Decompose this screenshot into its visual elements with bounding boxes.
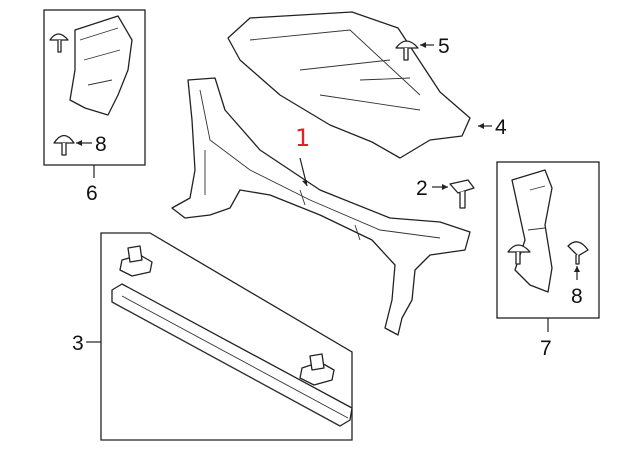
push-pin-clip-8-left (53, 134, 75, 156)
callout-8-left: 8 (95, 133, 107, 156)
callout-8-right: 8 (571, 285, 583, 308)
push-pin-clip-left-top (49, 33, 69, 53)
callout-5: 5 (438, 35, 450, 58)
group-box-3 (100, 232, 353, 441)
callout-1-handwritten: 1 (295, 124, 310, 152)
callout-4: 4 (495, 116, 507, 139)
side-air-deflector-left (69, 15, 133, 116)
radiator-upper-cover (227, 11, 471, 159)
push-pin-clip-5 (395, 40, 419, 61)
callout-7: 7 (540, 337, 552, 360)
push-pin-clip-8-right (567, 241, 589, 265)
side-air-deflector-right (511, 169, 553, 293)
callout-6: 6 (86, 182, 98, 205)
bolt-2 (449, 179, 475, 209)
lower-tie-bar (111, 283, 353, 427)
mount-bracket-upper (119, 245, 153, 277)
push-pin-clip-right-left (507, 244, 531, 265)
mount-bracket-lower (299, 353, 335, 386)
callout-2: 2 (416, 177, 428, 200)
callout-3: 3 (72, 332, 84, 355)
radiator-support-frame (171, 77, 471, 336)
